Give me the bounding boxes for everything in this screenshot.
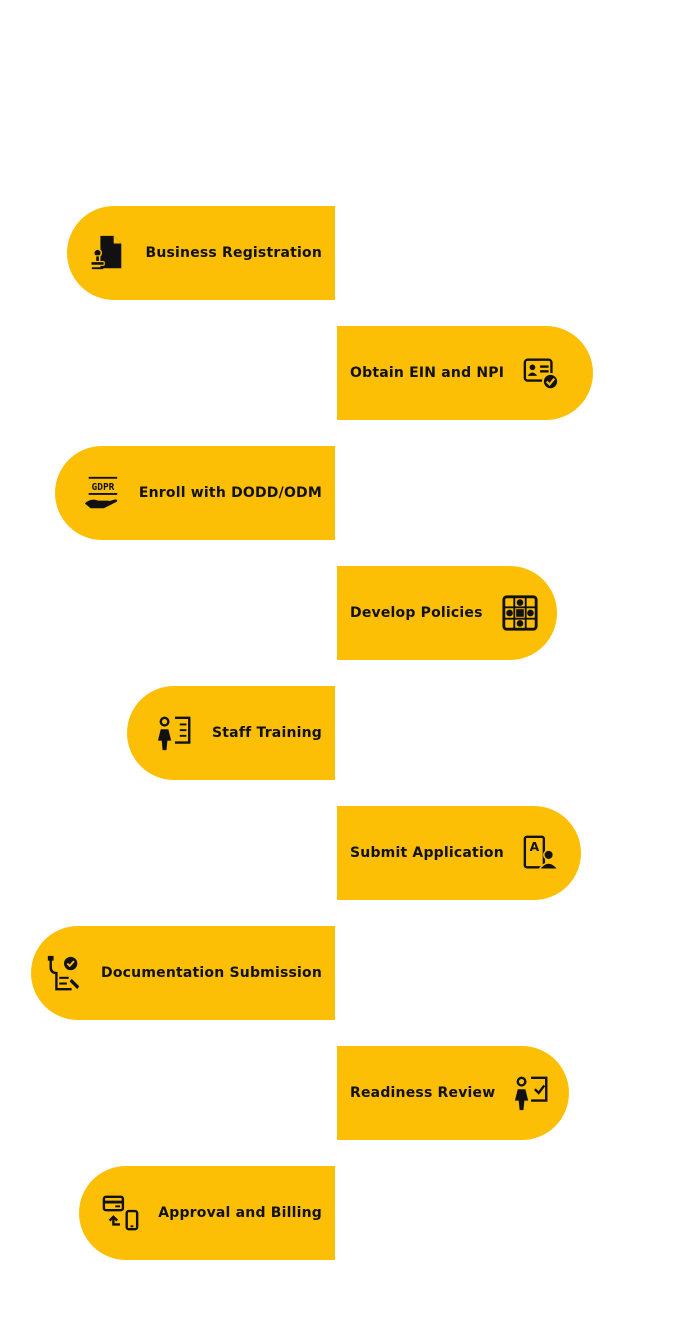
document-stamp-icon bbox=[89, 234, 127, 272]
step-approval-billing: Approval and Billing bbox=[79, 1166, 335, 1260]
step-develop-policies: Develop Policies bbox=[337, 566, 557, 660]
step-documentation-submission: Documentation Submission bbox=[31, 926, 335, 1020]
presenter-board-icon bbox=[156, 714, 194, 752]
step-label: Obtain EIN and NPI bbox=[350, 365, 505, 381]
step-business-registration: Business Registration bbox=[67, 206, 335, 300]
step-obtain-ein-npi: Obtain EIN and NPI bbox=[337, 326, 593, 420]
step-label: Business Registration bbox=[145, 245, 322, 261]
step-label: Develop Policies bbox=[350, 605, 483, 621]
gdpr-hand-icon: GDPR bbox=[83, 474, 121, 512]
gdpr-text: GDPR bbox=[91, 482, 114, 493]
step-label: Approval and Billing bbox=[158, 1205, 322, 1221]
step-enroll-dodd-odm: GDPR Enroll with DODD/ODM bbox=[55, 446, 335, 540]
application-user-icon: A bbox=[522, 834, 560, 872]
step-label: Staff Training bbox=[212, 725, 322, 741]
step-staff-training: Staff Training bbox=[127, 686, 335, 780]
step-readiness-review: Readiness Review bbox=[337, 1046, 569, 1140]
step-submit-application: Submit Application A bbox=[337, 806, 581, 900]
step-label: Documentation Submission bbox=[101, 965, 322, 981]
application-letter: A bbox=[530, 840, 540, 854]
step-label: Readiness Review bbox=[350, 1085, 496, 1101]
step-label: Submit Application bbox=[350, 845, 504, 861]
id-card-check-icon bbox=[522, 354, 560, 392]
reviewer-check-icon bbox=[513, 1074, 551, 1112]
clipboard-check-icon bbox=[45, 954, 83, 992]
step-label: Enroll with DODD/ODM bbox=[138, 485, 322, 501]
card-phone-payment-icon bbox=[102, 1194, 140, 1232]
policy-grid-icon bbox=[501, 594, 539, 632]
